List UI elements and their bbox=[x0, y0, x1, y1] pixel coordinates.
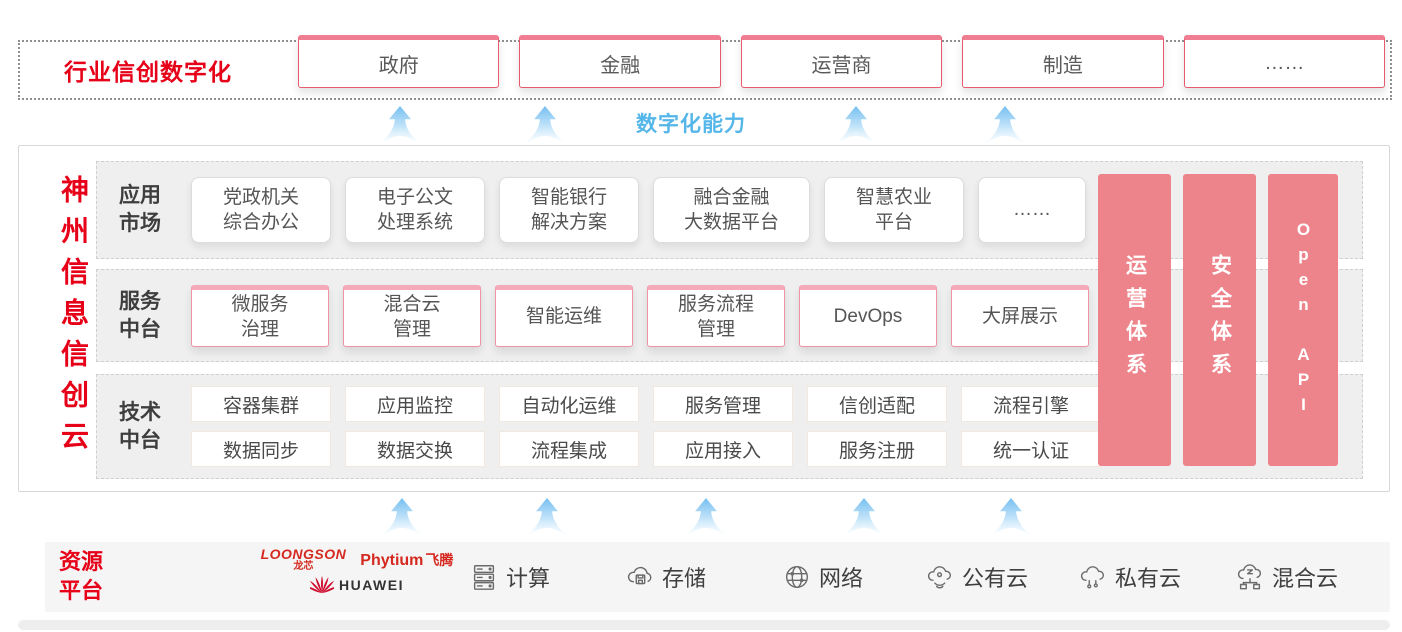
up-arrow-icon bbox=[835, 106, 877, 144]
row-label-tech: 技术 中台 bbox=[119, 400, 161, 452]
resource-item-label: 存储 bbox=[662, 566, 707, 591]
side-bar-open-api: Open API bbox=[1268, 174, 1338, 466]
side-bar-operations: 运营体系 bbox=[1098, 174, 1171, 466]
tech-items: 容器集群 应用监控 自动化运维 服务管理 信创适配 流程引擎 数据同步 数据交换… bbox=[191, 386, 1101, 467]
up-arrow-icon bbox=[379, 106, 421, 144]
phytium-logo: Phytium 飞腾 bbox=[360, 550, 453, 570]
side-bar-security: 安全体系 bbox=[1183, 174, 1256, 466]
tech-items-bottom: 数据同步 数据交换 流程集成 应用接入 服务注册 统一认证 bbox=[191, 431, 1101, 467]
tech-box: 流程引擎 bbox=[961, 386, 1101, 422]
bottom-divider bbox=[18, 620, 1390, 630]
industry-box-manufacturing: 制造 bbox=[962, 35, 1164, 88]
resource-item-hybrid-cloud: 混合云 bbox=[1235, 561, 1338, 593]
up-arrow-icon bbox=[381, 498, 423, 536]
tech-box: 应用监控 bbox=[345, 386, 485, 422]
tech-middle-platform-row: 技术 中台 容器集群 应用监控 自动化运维 服务管理 信创适配 流程引擎 数据同… bbox=[96, 374, 1363, 479]
service-box: 服务流程 管理 bbox=[647, 284, 785, 347]
tech-box: 统一认证 bbox=[961, 431, 1101, 467]
loongson-wordmark: LOONGSON bbox=[260, 546, 347, 562]
resource-item-label: 计算 bbox=[506, 566, 551, 591]
platform-title: 神州信息信创云 bbox=[58, 175, 89, 462]
industry-box-more: …… bbox=[1183, 35, 1386, 88]
industry-banner: 行业信创数字化 政府 金融 运营商 制造 …… bbox=[18, 35, 1392, 100]
vendor-row-1: LOONGSON 龙芯 Phytium 飞腾 bbox=[241, 547, 473, 572]
app-box: 党政机关 综合办公 bbox=[191, 177, 331, 243]
industry-box-telecom: 运营商 bbox=[740, 35, 943, 88]
compute-server-icon bbox=[473, 565, 495, 590]
service-box: 智能运维 bbox=[495, 284, 633, 347]
app-box: 智慧农业 平台 bbox=[824, 177, 964, 243]
app-box: 融合金融 大数据平台 bbox=[653, 177, 810, 243]
tech-box: 应用接入 bbox=[653, 431, 793, 467]
private-cloud-icon bbox=[1080, 566, 1104, 589]
app-market-row: 应用 市场 党政机关 综合办公 电子公文 处理系统 智能银行 解决方案 融合金融… bbox=[96, 161, 1363, 259]
huawei-wordmark: HUAWEI bbox=[339, 577, 404, 593]
service-box: 混合云 管理 bbox=[343, 284, 481, 347]
platform-box: 神州信息信创云 应用 市场 党政机关 综合办公 电子公文 处理系统 智能银行 解… bbox=[18, 145, 1390, 492]
public-cloud-icon bbox=[927, 566, 951, 589]
tech-items-top: 容器集群 应用监控 自动化运维 服务管理 信创适配 流程引擎 bbox=[191, 386, 1101, 422]
up-arrow-icon bbox=[990, 498, 1032, 536]
app-market-items: 党政机关 综合办公 电子公文 处理系统 智能银行 解决方案 融合金融 大数据平台… bbox=[191, 177, 1086, 243]
tech-box: 数据交换 bbox=[345, 431, 485, 467]
banner-title: 行业信创数字化 bbox=[64, 59, 232, 85]
industry-box-government: 政府 bbox=[298, 35, 500, 88]
row-label-service: 服务 中台 bbox=[119, 289, 161, 341]
huawei-logo: HUAWEI bbox=[241, 575, 473, 595]
app-box-more: …… bbox=[978, 177, 1086, 243]
industry-box-list: 政府 金融 运营商 制造 …… bbox=[298, 35, 1386, 88]
resource-platform-label: 资源 平台 bbox=[59, 549, 104, 603]
phytium-cn-label: 飞腾 bbox=[425, 551, 454, 568]
hybrid-cloud-icon bbox=[1237, 564, 1261, 590]
tech-box: 容器集群 bbox=[191, 386, 331, 422]
resource-item-private-cloud: 私有云 bbox=[1078, 561, 1181, 593]
storage-cloud-icon bbox=[627, 566, 652, 585]
up-arrow-icon bbox=[526, 498, 568, 536]
resource-item-label: 私有云 bbox=[1115, 566, 1182, 591]
row-label-app-market: 应用 市场 bbox=[119, 184, 161, 235]
industry-box-finance: 金融 bbox=[519, 35, 721, 88]
phytium-wordmark: Phytium bbox=[360, 551, 424, 569]
up-arrow-icon bbox=[524, 106, 566, 144]
network-globe-icon bbox=[785, 565, 809, 589]
service-box: 微服务 治理 bbox=[191, 284, 329, 347]
tech-box: 流程集成 bbox=[499, 431, 639, 467]
resource-item-network: 网络 bbox=[782, 561, 863, 593]
vendor-logos: LOONGSON 龙芯 Phytium 飞腾 bbox=[241, 547, 473, 595]
loongson-logo: LOONGSON 龙芯 bbox=[261, 547, 347, 572]
up-arrow-icon bbox=[984, 106, 1026, 144]
service-items: 微服务 治理 混合云 管理 智能运维 服务流程 管理 DevOps 大屏展示 bbox=[191, 284, 1089, 347]
resource-item-label: 网络 bbox=[819, 566, 864, 591]
service-box: DevOps bbox=[799, 284, 937, 347]
resource-item-public-cloud: 公有云 bbox=[925, 561, 1028, 593]
capability-label: 数字化能力 bbox=[636, 113, 746, 136]
up-arrow-icon bbox=[843, 498, 885, 536]
resource-platform: 资源 平台 LOONGSON 龙芯 Phytium 飞腾 bbox=[45, 542, 1390, 612]
tech-box: 自动化运维 bbox=[499, 386, 639, 422]
service-middle-platform-row: 服务 中台 微服务 治理 混合云 管理 智能运维 服务流程 管理 DevOps … bbox=[96, 269, 1363, 362]
huawei-flower-icon bbox=[310, 575, 334, 594]
resource-item-compute: 计算 bbox=[469, 561, 550, 593]
tech-box: 信创适配 bbox=[807, 386, 947, 422]
resource-item-label: 公有云 bbox=[962, 566, 1029, 591]
service-box: 大屏展示 bbox=[951, 284, 1089, 347]
resource-item-storage: 存储 bbox=[625, 561, 706, 593]
tech-box: 服务注册 bbox=[807, 431, 947, 467]
tech-box: 数据同步 bbox=[191, 431, 331, 467]
loongson-cn-label: 龙芯 bbox=[293, 561, 314, 572]
resource-item-label: 混合云 bbox=[1272, 566, 1339, 591]
tech-box: 服务管理 bbox=[653, 386, 793, 422]
app-box: 电子公文 处理系统 bbox=[345, 177, 485, 243]
up-arrow-icon bbox=[685, 498, 727, 536]
app-box: 智能银行 解决方案 bbox=[499, 177, 639, 243]
